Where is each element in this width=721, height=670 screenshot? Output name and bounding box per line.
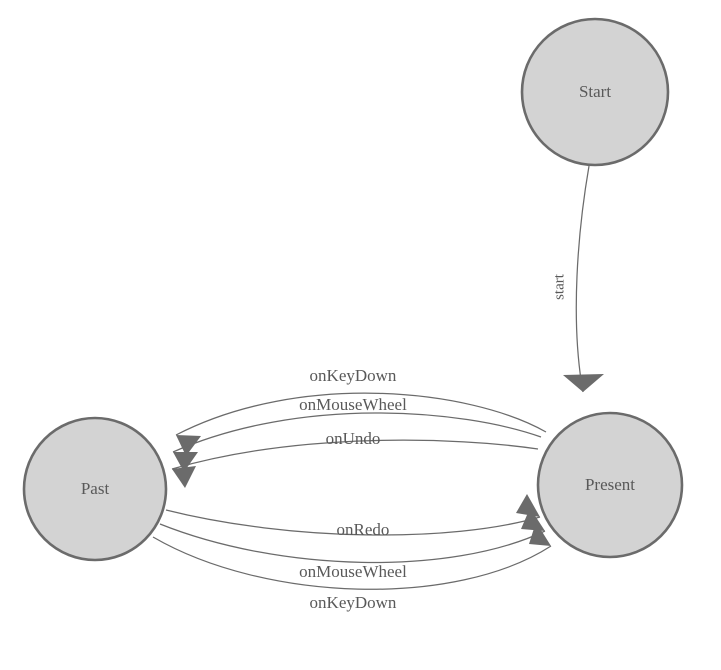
edge-label-e-present-past-onundo: onUndo	[326, 429, 381, 448]
node-label-present: Present	[585, 475, 635, 494]
edge-arrowhead	[173, 452, 198, 472]
edge-label-e-past-present-onkeydown: onKeyDown	[310, 593, 397, 612]
edge-line	[171, 439, 539, 470]
edge-line	[172, 412, 542, 453]
edge-e-present-past-onmousewheel[interactable]	[172, 412, 542, 472]
node-label-past: Past	[81, 479, 110, 498]
node-start[interactable]: Start	[520, 17, 670, 167]
edge-label-e-start-present: start	[551, 273, 567, 300]
edge-e-present-past-onundo[interactable]	[171, 439, 539, 488]
edge-e-start-present[interactable]	[563, 165, 604, 393]
edge-label-e-past-present-onmousewheel: onMouseWheel	[299, 562, 407, 581]
edge-line	[159, 523, 546, 564]
edge-line	[165, 509, 541, 536]
edge-label-e-present-past-onmousewheel: onMouseWheel	[299, 395, 407, 414]
edge-arrowhead	[172, 466, 196, 488]
edge-arrowhead	[521, 508, 545, 531]
edge-e-past-present-onkeydown[interactable]	[152, 522, 552, 590]
edge-line	[152, 536, 552, 590]
node-circle-start	[520, 17, 670, 167]
node-present[interactable]: Present	[536, 411, 684, 559]
node-circle-present	[536, 411, 684, 559]
edge-label-e-past-present-onredo: onRedo	[337, 520, 390, 539]
edge-arrowhead	[516, 494, 540, 517]
node-circle-past	[22, 416, 168, 562]
edge-e-past-present-onmousewheel[interactable]	[159, 508, 546, 564]
edge-arrowhead	[529, 522, 551, 546]
edge-arrowhead	[563, 374, 604, 392]
edge-line	[575, 165, 590, 393]
node-label-start: Start	[579, 82, 611, 101]
edges-layer	[152, 165, 604, 590]
node-past[interactable]: Past	[22, 416, 168, 562]
edge-e-past-present-onredo[interactable]	[165, 494, 541, 536]
edge-labels-layer: start onKeyDown onMouseWheel onUndo onRedo on…	[299, 273, 567, 612]
edge-label-e-present-past-onkeydown: onKeyDown	[310, 366, 397, 385]
edge-line	[175, 392, 547, 436]
